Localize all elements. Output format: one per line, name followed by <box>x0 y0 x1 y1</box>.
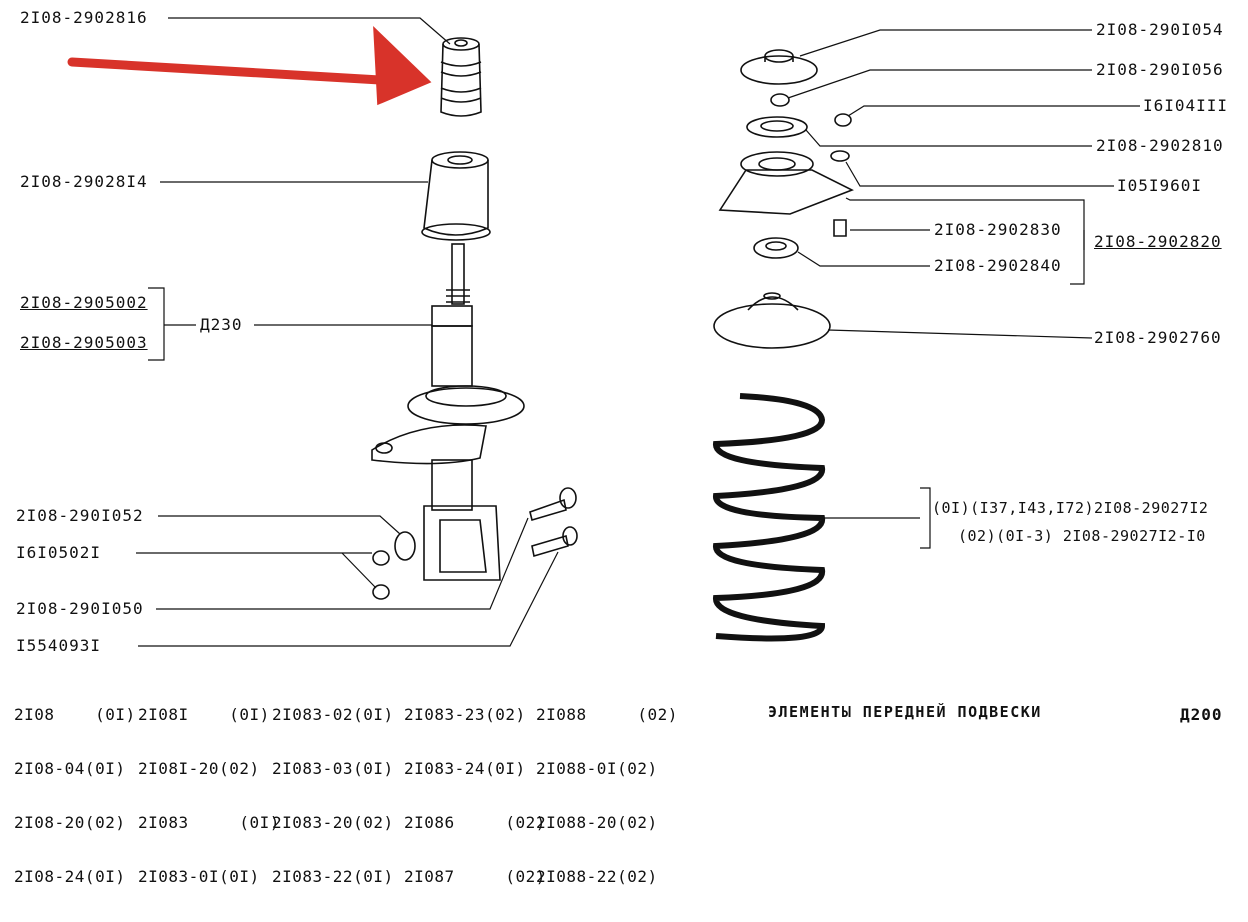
model-column: 2I08I (0I) 2I08I-20(02) 2I083 (0I) 2I083… <box>138 670 280 922</box>
eccentric-washer-part <box>394 531 416 561</box>
page-caption: ЭЛЕМЕНТЫ ПЕРЕДНЕЙ ПОДВЕСКИ <box>768 703 1042 721</box>
lower-bolt-part <box>531 526 578 558</box>
model-entry: 2I08I-20(02) <box>138 759 260 778</box>
label-strut-a: 2I08-2905002 <box>20 293 148 312</box>
protective-boot-part <box>421 151 491 241</box>
label-eccentric-washer: 2I08-290I052 <box>16 506 144 525</box>
label-spring-seat: 2I08-2902760 <box>1094 328 1222 347</box>
model-entry: 2I088-22(02) <box>536 867 658 886</box>
label-bearing: 2I08-2902840 <box>934 256 1062 275</box>
model-column: 2I083-02(0I) 2I083-03(0I) 2I083-20(02) 2… <box>272 670 394 922</box>
label-strut-b: 2I08-2905003 <box>20 333 148 352</box>
bumper-stop-part <box>440 37 482 117</box>
label-bumper-stop: 2I08-2902816 <box>20 8 148 27</box>
red-pointer-arrow <box>67 26 432 106</box>
model-column: 2I08 (0I) 2I08-04(0I) 2I08-20(02) 2I08-2… <box>14 670 136 922</box>
exploded-suspension-diagram <box>67 17 1140 647</box>
label-lower-nut: I6I0502I <box>16 543 102 562</box>
lower-nut-lower-part <box>372 584 390 600</box>
spring-seat-part <box>713 292 831 349</box>
eccentric-bolt-part <box>529 487 577 522</box>
coil-spring-part <box>713 393 826 642</box>
shock-absorber-strut-part <box>371 243 525 581</box>
washer-part <box>746 116 808 138</box>
bearing-part <box>753 237 799 259</box>
label-washer: 2I08-2902810 <box>1096 136 1224 155</box>
label-upper-cap: 2I08-290I054 <box>1096 20 1224 39</box>
model-entry: 2I088 (02) <box>536 705 678 724</box>
label-upper-nut: 2I08-290I056 <box>1096 60 1224 79</box>
upper-cap-part <box>740 49 818 85</box>
model-entry: 2I088-20(02) <box>536 813 658 832</box>
lower-nut-upper-part <box>372 550 390 566</box>
label-lower-bolt: I554093I <box>16 636 102 655</box>
upper-nut-part <box>770 93 790 107</box>
model-entry: 2I08-04(0I) <box>14 759 126 778</box>
label-small-washer: I05I960I <box>1117 176 1203 195</box>
leader-lines <box>136 17 1140 647</box>
label-small-nut: I6I04III <box>1143 96 1229 115</box>
label-eccentric-bolt: 2I08-290I050 <box>16 599 144 618</box>
page-code: Д200 <box>1180 705 1223 724</box>
label-spring-line1: (0I)(I37,I43,I72)2I08-29027I2 <box>932 499 1209 517</box>
model-entry: 2I083-24(0I) <box>404 759 526 778</box>
label-support-group: 2I08-2902820 <box>1094 232 1222 251</box>
label-spring-line2: (02)(0I-3) 2I08-29027I2-I0 <box>958 527 1206 545</box>
label-d230: Д230 <box>200 315 243 334</box>
model-column: 2I088 (02) 2I088-0I(02) 2I088-20(02) 2I0… <box>536 670 678 922</box>
model-entry: 2I083-0I(0I) <box>138 867 260 886</box>
small-washer-part <box>830 150 850 162</box>
model-entry: 2I08I (0I) <box>138 705 270 724</box>
model-entry: 2I08 (0I) <box>14 705 136 724</box>
model-entry: 2I083-23(02) <box>404 705 526 724</box>
model-entry: 2I083-03(0I) <box>272 759 394 778</box>
strut-support-part <box>718 151 854 215</box>
model-entry: 2I083-02(0I) <box>272 705 394 724</box>
label-boot: 2I08-29028I4 <box>20 172 148 191</box>
label-support-bolt: 2I08-2902830 <box>934 220 1062 239</box>
model-entry: 2I088-0I(02) <box>536 759 658 778</box>
model-entry: 2I087 (02) <box>404 867 546 886</box>
model-entry: 2I08-20(02) <box>14 813 126 832</box>
model-entry: 2I08-24(0I) <box>14 867 126 886</box>
model-entry: 2I083-22(0I) <box>272 867 394 886</box>
model-entry: 2I086 (02) <box>404 813 546 832</box>
model-column: 2I083-23(02) 2I083-24(0I) 2I086 (02) 2I0… <box>404 670 546 922</box>
support-bolt-part <box>833 219 847 237</box>
small-nut-part <box>834 113 852 127</box>
model-entry: 2I083 (0I) <box>138 813 280 832</box>
model-entry: 2I083-20(02) <box>272 813 394 832</box>
